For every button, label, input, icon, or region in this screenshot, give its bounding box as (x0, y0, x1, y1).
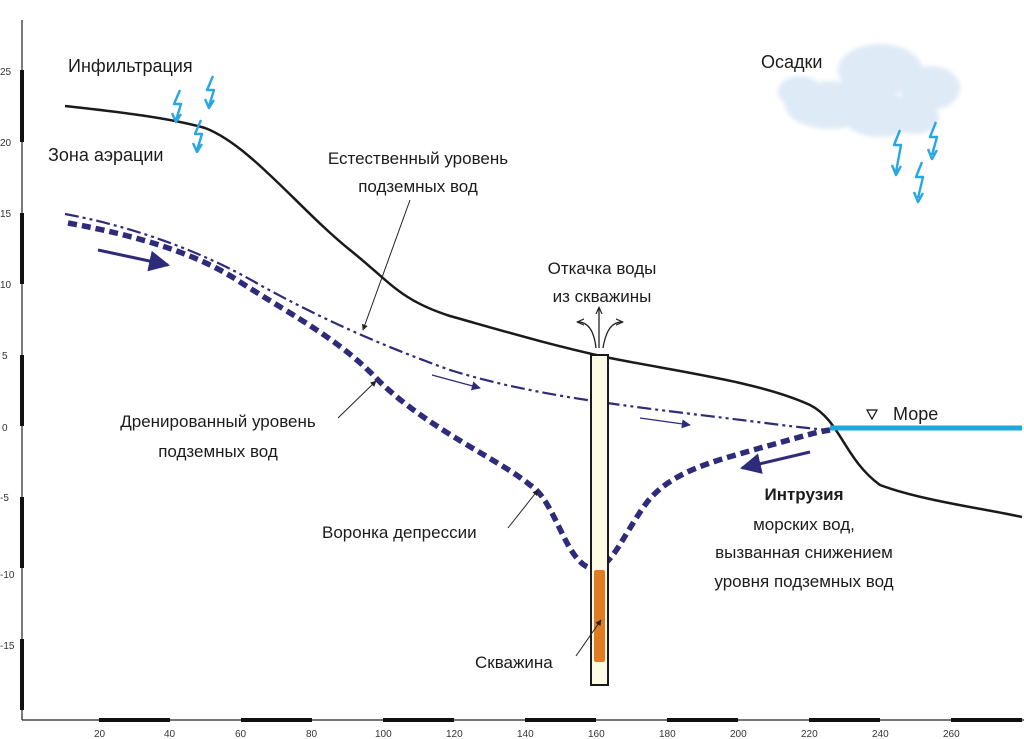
infiltration-label: Инфильтрация (68, 56, 193, 76)
x-tick-label: 60 (235, 729, 247, 739)
x-tick-label: 80 (306, 729, 318, 739)
rain-drop-icon (203, 75, 216, 110)
flow-arrow-icon (431, 374, 481, 391)
x-tick-label: 260 (943, 729, 960, 739)
x-tick-label: 200 (730, 729, 747, 739)
intrusion-label-line2: морских вод, (753, 515, 855, 534)
sea-label: Море (893, 404, 938, 424)
rain-drop-icon (170, 89, 183, 124)
y-tick-label: 25 (0, 67, 12, 78)
x-tick-label: 20 (94, 729, 106, 739)
y-tick-label: -5 (0, 493, 9, 504)
precipitation-label: Осадки (761, 52, 822, 72)
drained-level-label-line2: подземных вод (158, 442, 278, 461)
y-axis: 25 20 15 10 5 0 -5 -10 -15 (0, 20, 24, 720)
y-tick-label: 10 (0, 280, 12, 291)
y-tick-label: 15 (0, 209, 12, 220)
natural-groundwater-level-line (64, 212, 831, 432)
x-tick-label: 220 (801, 729, 818, 739)
natural-level-label-line1: Естественный уровень (328, 149, 508, 168)
y-tick-label: 5 (2, 351, 8, 362)
y-tick-label: 0 (2, 423, 8, 434)
intrusion-label-line1: Интрузия (764, 485, 843, 504)
x-axis: 20 40 60 80 100 120 140 160 180 200 220 … (22, 718, 1024, 739)
depression-cone-label: Воронка депрессии (322, 523, 477, 542)
flow-arrow-icon (739, 450, 811, 474)
well-screen (594, 570, 605, 662)
x-tick-label: 140 (517, 729, 534, 739)
well-label: Скважина (475, 653, 553, 672)
x-tick-label: 180 (659, 729, 676, 739)
drained-groundwater-level-line (67, 220, 831, 571)
pumping-label-line1: Откачка воды (548, 259, 657, 278)
water-level-triangle-icon (865, 409, 879, 421)
well (590, 354, 609, 686)
x-tick-label: 100 (375, 729, 392, 739)
aeration-zone-label: Зона аэрации (48, 145, 163, 165)
rain-drop-icon (926, 121, 939, 161)
natural-level-label-line2: подземных вод (358, 177, 478, 196)
x-tick-label: 120 (446, 729, 463, 739)
drained-level-label-line1: Дренированный уровень (120, 412, 316, 431)
rain-drop-icon (912, 161, 925, 204)
pumping-label-line2: из скважины (553, 287, 652, 306)
y-tick-label: 20 (0, 138, 12, 149)
cloud-icon (778, 44, 960, 137)
rain-drop-icon (191, 119, 204, 154)
x-tick-label: 40 (164, 729, 176, 739)
ground-surface-line (64, 104, 1023, 519)
intrusion-label-line4: уровня подземных вод (714, 572, 893, 591)
x-tick-label: 160 (588, 729, 605, 739)
y-tick-label: -10 (0, 570, 15, 581)
flow-arrow-icon (639, 417, 691, 429)
intrusion-label-line3: вызванная снижением (715, 543, 893, 562)
rain-drop-icon (890, 129, 903, 177)
pumping-arrows-icon (578, 308, 622, 349)
y-tick-label: -15 (0, 641, 15, 652)
pointer-lines (337, 199, 602, 657)
flow-arrow-icon (97, 248, 171, 272)
x-tick-label: 240 (872, 729, 889, 739)
